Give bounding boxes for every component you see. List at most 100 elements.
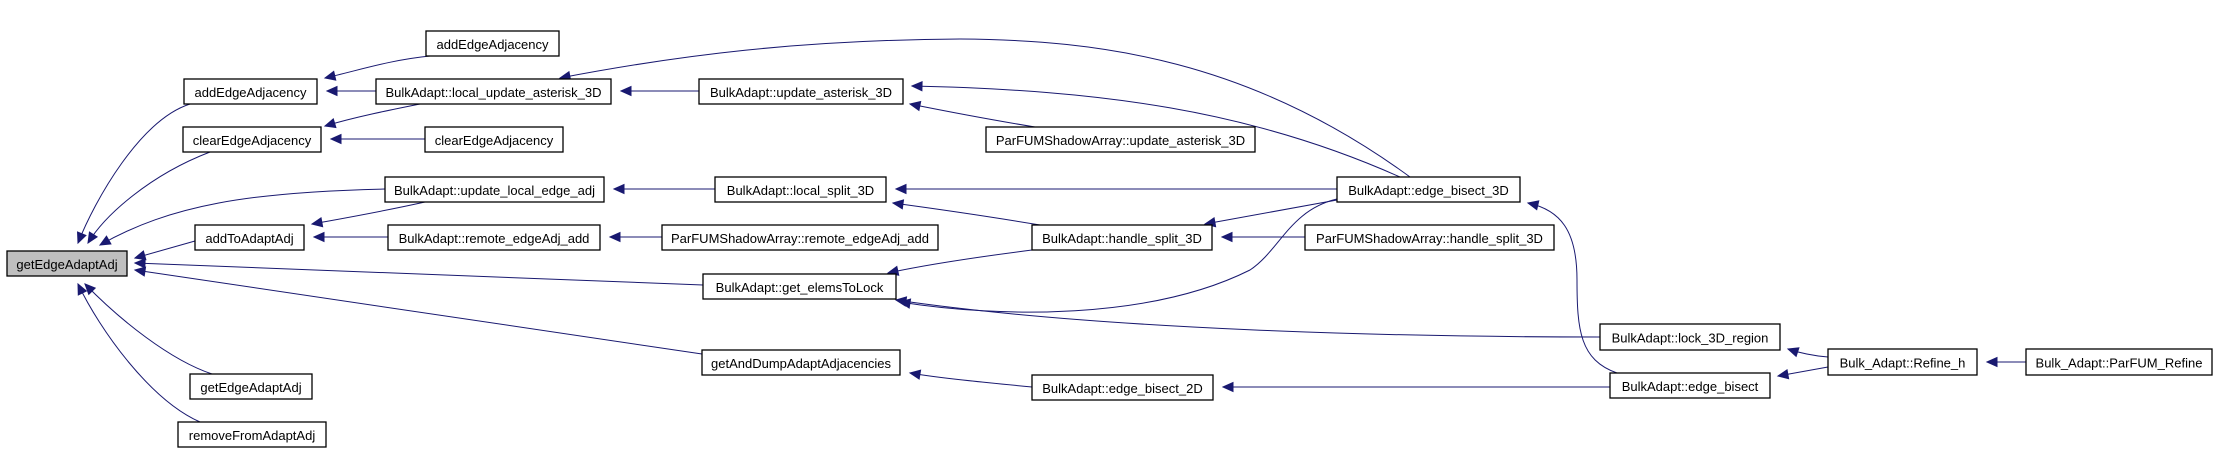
edge-line	[1527, 202, 1618, 374]
node-box[interactable]	[384, 176, 605, 203]
node-label: ParFUMShadowArray::update_asterisk_3D	[996, 133, 1245, 148]
node-box[interactable]	[1599, 323, 1781, 351]
edge-edgeBisect2D-to-getAndDump	[908, 369, 1033, 388]
edge-clearEA1-to-root	[87, 151, 211, 245]
edge-remoteEA-to-addToAA	[312, 231, 388, 243]
edge-arrowhead	[908, 369, 922, 380]
edge-getEAA1-to-root	[84, 283, 213, 375]
graph-node[interactable]: clearEdgeAdjacency	[182, 126, 322, 153]
node-box[interactable]	[424, 126, 564, 153]
graph-node[interactable]: clearEdgeAdjacency	[424, 126, 564, 153]
node-box[interactable]	[6, 250, 128, 277]
edge-updLocalEdge-to-addToAA	[310, 201, 426, 228]
node-box[interactable]	[177, 421, 327, 448]
edge-handleSplit-to-getElems	[886, 249, 1033, 276]
edge-arrowhead	[312, 231, 325, 243]
graph-node[interactable]: BulkAdapt::edge_bisect_3D	[1336, 176, 1521, 203]
edge-lock3D-to-getElems	[894, 296, 1601, 338]
edge-arrowhead	[98, 235, 112, 246]
graph-node[interactable]: BulkAdapt::remote_edgeAdj_add	[387, 224, 601, 251]
edge-pfUpdAst-to-updAst	[908, 100, 1036, 128]
graph-node[interactable]: addEdgeAdjacency	[183, 78, 318, 105]
edge-edgeBisect3D-to-localUpdAst	[558, 38, 1411, 178]
graph-node[interactable]: BulkAdapt::lock_3D_region	[1599, 323, 1781, 351]
node-box[interactable]	[702, 273, 897, 300]
edge-line	[559, 38, 1411, 178]
edge-refineH-to-edgeBisect	[1776, 366, 1829, 380]
node-box[interactable]	[1031, 374, 1214, 401]
node-box[interactable]	[701, 349, 901, 376]
edge-updAst-to-localUpdAst	[619, 85, 699, 97]
graph-node[interactable]: Bulk_Adapt::ParFUM_Refine	[2025, 348, 2213, 376]
edge-arrowhead	[77, 282, 88, 296]
edge-localSplit-to-updLocalEdge	[612, 183, 715, 195]
node-label: clearEdgeAdjacency	[435, 133, 554, 148]
graph-node[interactable]: ParFUMShadowArray::update_asterisk_3D	[985, 126, 1256, 153]
graph-root-node[interactable]: getEdgeAdaptAdj	[6, 250, 128, 277]
edge-line	[909, 372, 1033, 388]
node-box[interactable]	[425, 30, 560, 57]
graph-node[interactable]: BulkAdapt::local_update_asterisk_3D	[375, 78, 612, 105]
graph-node[interactable]: BulkAdapt::update_asterisk_3D	[698, 78, 904, 105]
edge-edgeBisect3D-to-handleSplit	[1203, 199, 1338, 228]
graph-node[interactable]: BulkAdapt::edge_bisect_2D	[1031, 374, 1214, 401]
graph-node[interactable]: addEdgeAdjacency	[425, 30, 560, 57]
node-box[interactable]	[698, 78, 904, 105]
graph-node[interactable]: removeFromAdaptAdj	[177, 421, 327, 448]
node-box[interactable]	[375, 78, 612, 105]
graph-node[interactable]: BulkAdapt::edge_bisect	[1609, 372, 1771, 399]
graph-node[interactable]: BulkAdapt::update_local_edge_adj	[384, 176, 605, 203]
node-box[interactable]	[387, 224, 601, 251]
node-label: BulkAdapt::lock_3D_region	[1612, 331, 1769, 346]
graph-node[interactable]: ParFUMShadowArray::remote_edgeAdj_add	[661, 224, 939, 251]
edge-arrowhead	[87, 231, 99, 245]
node-box[interactable]	[1031, 224, 1213, 251]
edge-pfHandleSplit-to-handleSplit	[1220, 231, 1305, 243]
edge-arrowhead	[133, 266, 147, 277]
edge-arrowhead	[608, 231, 621, 243]
edge-arrowhead	[908, 100, 922, 112]
graph-node[interactable]: BulkAdapt::handle_split_3D	[1031, 224, 1213, 251]
edge-edgeBisect-to-edgeBisect3D	[1526, 200, 1618, 374]
graph-node[interactable]: Bulk_Adapt::Refine_h	[1827, 348, 1978, 376]
node-box[interactable]	[985, 126, 1256, 153]
node-box[interactable]	[183, 78, 318, 105]
graph-node[interactable]: ParFUMShadowArray::handle_split_3D	[1304, 224, 1555, 251]
edge-line	[99, 188, 386, 246]
graph-node[interactable]: BulkAdapt::local_split_3D	[714, 176, 887, 203]
node-label: getEdgeAdaptAdj	[200, 380, 301, 395]
edge-arrowhead	[1220, 231, 1233, 243]
node-box[interactable]	[1609, 372, 1771, 399]
node-label: BulkAdapt::edge_bisect_3D	[1348, 183, 1508, 198]
edge-line	[77, 283, 201, 423]
edge-parfumRefine-to-refineH	[1985, 356, 2026, 368]
graph-node[interactable]: getEdgeAdaptAdj	[189, 373, 313, 400]
node-label: addEdgeAdjacency	[194, 85, 307, 100]
edge-addEA2-to-addEA1	[323, 55, 431, 81]
node-box[interactable]	[1827, 348, 1978, 376]
graph-node[interactable]: addToAdaptAdj	[194, 224, 305, 251]
edge-line	[899, 198, 1338, 313]
node-box[interactable]	[1304, 224, 1555, 251]
node-box[interactable]	[194, 224, 305, 251]
node-label: BulkAdapt::local_split_3D	[727, 183, 874, 198]
edge-line	[911, 85, 1401, 178]
edge-arrowhead	[310, 216, 324, 228]
graph-node[interactable]: BulkAdapt::get_elemsToLock	[702, 273, 897, 300]
edge-line	[324, 55, 431, 79]
edge-getElems-to-root	[133, 258, 704, 286]
edge-line	[77, 103, 191, 244]
node-box[interactable]	[2025, 348, 2213, 376]
edge-getAndDump-to-root	[133, 266, 703, 355]
edge-edgeBisect3D-to-updAst	[910, 80, 1401, 178]
node-label: BulkAdapt::edge_bisect	[1622, 379, 1759, 394]
node-box[interactable]	[182, 126, 322, 153]
node-box[interactable]	[714, 176, 887, 203]
node-box[interactable]	[189, 373, 313, 400]
edge-line	[84, 283, 213, 375]
nodes-layer: getEdgeAdaptAdj addEdgeAdjacency clearEdge…	[6, 30, 2213, 448]
graph-node[interactable]: getAndDumpAdaptAdjacencies	[701, 349, 901, 376]
node-box[interactable]	[661, 224, 939, 251]
node-box[interactable]	[1336, 176, 1521, 203]
